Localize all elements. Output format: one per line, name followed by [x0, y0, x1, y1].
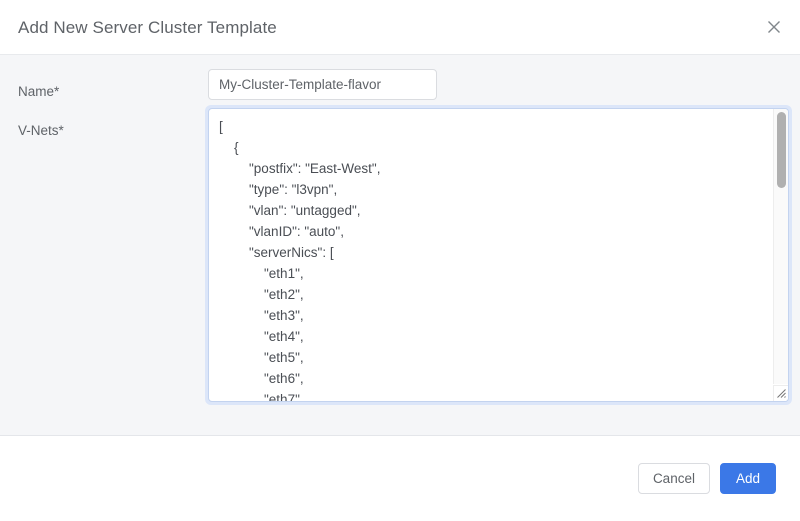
name-field-label: Name*	[18, 84, 60, 99]
dialog-body: Name* V-Nets* [ { "postfix": "East-West"…	[0, 55, 800, 436]
vnets-textarea-box: [ { "postfix": "East-West", "type": "l3v…	[208, 108, 789, 402]
dialog-header: Add New Server Cluster Template	[0, 0, 800, 55]
add-button[interactable]: Add	[719, 463, 776, 494]
vnets-scrollbar-thumb[interactable]	[777, 112, 786, 188]
vnets-field-wrapper: [ { "postfix": "East-West", "type": "l3v…	[205, 105, 792, 405]
page-title: Add New Server Cluster Template	[18, 18, 277, 37]
cancel-button[interactable]: Cancel	[637, 463, 710, 494]
name-input[interactable]	[208, 69, 437, 100]
dialog-footer: Cancel Add	[0, 436, 800, 521]
close-icon[interactable]	[762, 15, 786, 39]
vnets-textarea[interactable]: [ { "postfix": "East-West", "type": "l3v…	[219, 119, 381, 401]
vnets-scrollbar[interactable]	[773, 109, 788, 384]
resize-handle-icon[interactable]	[773, 385, 788, 401]
vnets-field-label: V-Nets*	[18, 123, 64, 138]
